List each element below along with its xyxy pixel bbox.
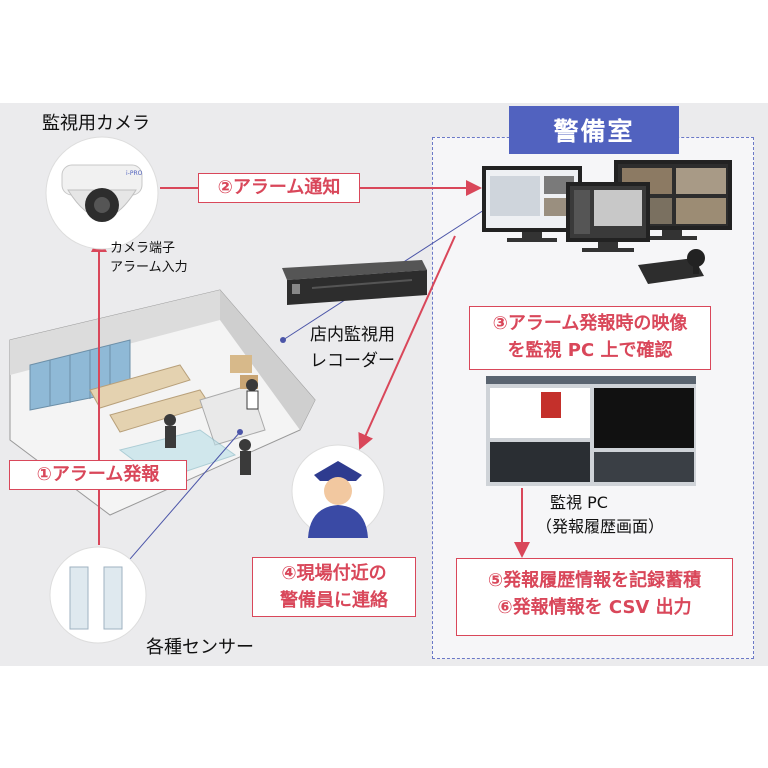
step-3-view-footage: ③アラーム発報時の映像 を監視 PC 上で確認: [469, 306, 711, 370]
dome-camera-icon: i-PRO: [45, 136, 159, 250]
step-5-6-records: ⑤発報履歴情報を記録蓄積 ⑥発報情報を CSV 出力: [456, 558, 733, 636]
sensors-label: 各種センサー: [146, 637, 254, 658]
sensor-gate-icon: [49, 546, 147, 644]
monitoring-pc-screen: [486, 376, 696, 486]
security-guard-icon: [291, 444, 385, 538]
camera-brand: i-PRO: [126, 170, 143, 177]
monitor-icon: [482, 160, 732, 284]
step-1-alarm-trigger: ①アラーム発報: [9, 460, 187, 490]
step-2-alarm-notify: ②アラーム通知: [198, 173, 360, 203]
recorder-label: 店内監視用 レコーダー: [310, 325, 395, 371]
camera-terminal-label: カメラ端子 アラーム入力: [110, 241, 188, 275]
recorder-icon: [282, 260, 427, 305]
pc-label: 監視 PC （発報履歴画面）: [536, 493, 665, 536]
step-4-contact-guard: ④現場付近の 警備員に連絡: [252, 557, 416, 617]
camera-title: 監視用カメラ: [42, 113, 150, 134]
security-room-title: 警備室: [509, 106, 679, 154]
